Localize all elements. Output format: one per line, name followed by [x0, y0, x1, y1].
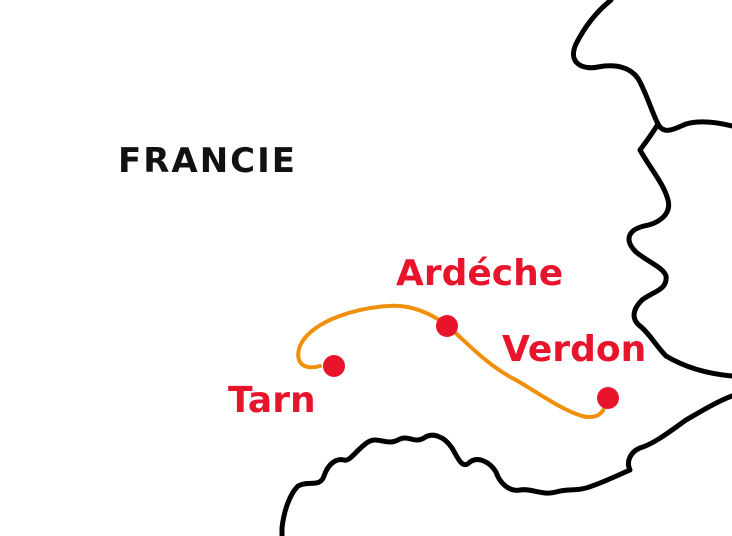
place-label-ardeche[interactable]: Ardéche: [396, 253, 564, 294]
ardeche-marker[interactable]: [436, 315, 458, 337]
country-label-francie: FRANCIE: [118, 141, 298, 181]
place-label-verdon[interactable]: Verdon: [502, 329, 647, 370]
place-label-tarn[interactable]: Tarn: [228, 380, 316, 421]
east-border-line: [279, 0, 732, 536]
tarn-marker[interactable]: [323, 355, 345, 377]
verdon-marker[interactable]: [597, 387, 619, 409]
